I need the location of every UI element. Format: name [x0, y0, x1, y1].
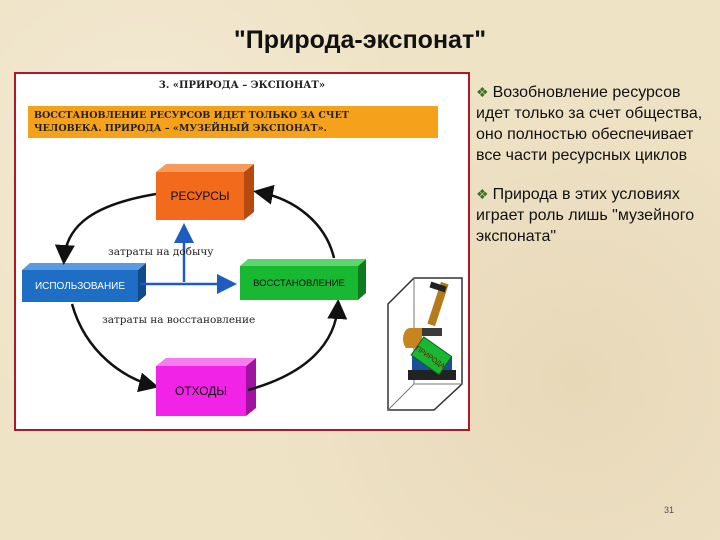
- restoration-box-side: [358, 259, 366, 300]
- arrow-resources-to-usage: [54, 192, 157, 265]
- usage-box-side: [138, 263, 146, 302]
- waste-box-top: [156, 358, 256, 366]
- bullet-text: Природа в этих условиях играет роль лишь…: [476, 186, 695, 245]
- slide-title: "Природа-экспонат": [233, 26, 487, 54]
- diagram-title: 3. «ПРИРОДА – ЭКСПОНАТ»: [158, 80, 326, 91]
- bullet-item: ❖Возобновление ресурсов идет только за с…: [476, 82, 712, 166]
- waste-box-side: [246, 358, 256, 416]
- bullet-text: Возобновление ресурсов идет только за сч…: [476, 84, 703, 164]
- restoration-box-top: [240, 259, 366, 266]
- resources-box-side: [244, 164, 254, 220]
- diagram-caption: ВОССТАНОВЛЕНИЕ РЕСУРСОВ ИДЕТ ТОЛЬКО ЗА С…: [28, 106, 438, 138]
- bullet-list: ❖Возобновление ресурсов идет только за с…: [476, 82, 712, 265]
- bullet-item: ❖Природа в этих условиях играет роль лиш…: [476, 184, 712, 247]
- arrow-restoration-to-resources: [253, 184, 336, 259]
- resources-node: РЕСУРСЫ: [156, 172, 244, 220]
- caption-line-2: ЧЕЛОВЕКА. ПРИРОДА – «МУЗЕЙНЫЙ ЭКСПОНАТ».: [34, 123, 327, 134]
- arrow-waste-to-restoration: [247, 299, 348, 392]
- resources-box-top: [156, 164, 254, 172]
- usage-box-top: [22, 263, 146, 270]
- cycle-arrows: [22, 164, 366, 416]
- caption-line-1: ВОССТАНОВЛЕНИЕ РЕСУРСОВ ИДЕТ ТОЛЬКО ЗА С…: [34, 110, 349, 121]
- restoration-costs-label: затраты на восстановление: [102, 314, 256, 326]
- slide-number: 31: [664, 505, 675, 515]
- diagram-frame: 3. «ПРИРОДА – ЭКСПОНАТ» ВОССТАНОВЛЕНИЕ Р…: [14, 72, 470, 431]
- usage-node: ИСПОЛЬЗОВАНИЕ: [22, 270, 138, 302]
- diamond-bullet-icon: ❖: [476, 84, 489, 100]
- diamond-bullet-icon: ❖: [476, 186, 489, 202]
- extraction-costs-label: затраты на добычу: [108, 246, 214, 258]
- arrow-usage-to-waste: [70, 303, 159, 393]
- microscope-icon: ПРИРОДА: [387, 277, 463, 411]
- restoration-node: ВОССТАНОВЛЕНИЕ: [240, 266, 358, 300]
- waste-node: ОТХОДЫ: [156, 366, 246, 416]
